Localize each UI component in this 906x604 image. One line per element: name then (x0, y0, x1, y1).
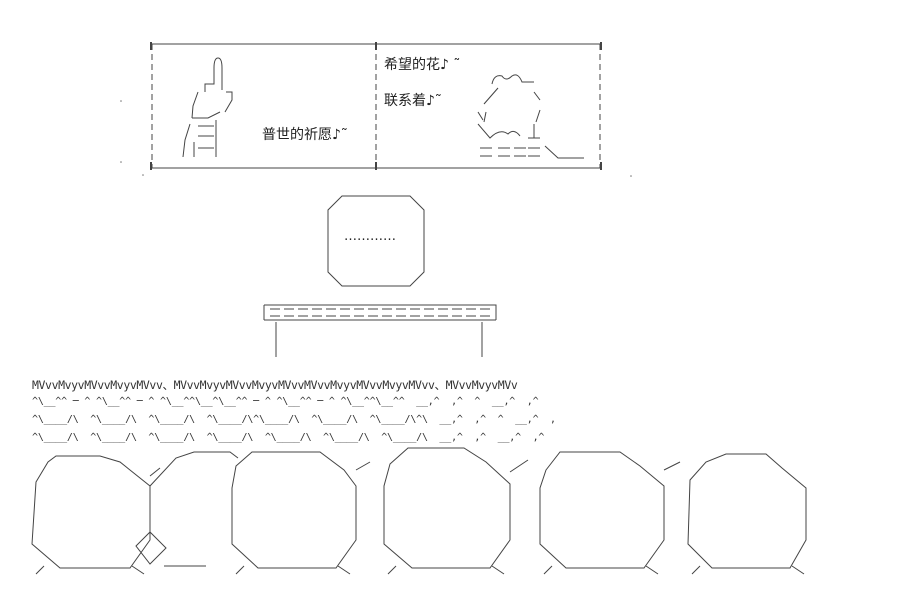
flower-art (477, 74, 584, 159)
crowd-sound-line: ^\____/\ ^\____/\ ^\____/\ ^\____/\ ^\__… (32, 432, 545, 443)
crowd-sound-line: ^\__^^ ─ ^ ^\__^^ ─ ^ ^\__^^\__^\__^^ ─ … (32, 396, 539, 407)
crowd-sound-line: MVvvMvyvMVvvMvyvMVvv、MVvvMvyvMVvvMvyvMVv… (32, 378, 518, 392)
banner-frame (263, 304, 497, 357)
praying-hands-art (182, 57, 233, 158)
speech-bubble-text: ………… (344, 229, 396, 244)
left-panel-caption: 普世的祈愿♪˜ (262, 127, 348, 143)
crowd-heads (31, 447, 807, 575)
speech-bubble-shape (327, 195, 425, 287)
right-panel-caption-line2: 联系着♪˜ (384, 93, 442, 109)
right-panel-caption-line1: 希望的花♪ ˜ (384, 57, 461, 73)
crowd-sound-line: ^\____/\ ^\____/\ ^\____/\ ^\____/\^\___… (32, 414, 556, 425)
